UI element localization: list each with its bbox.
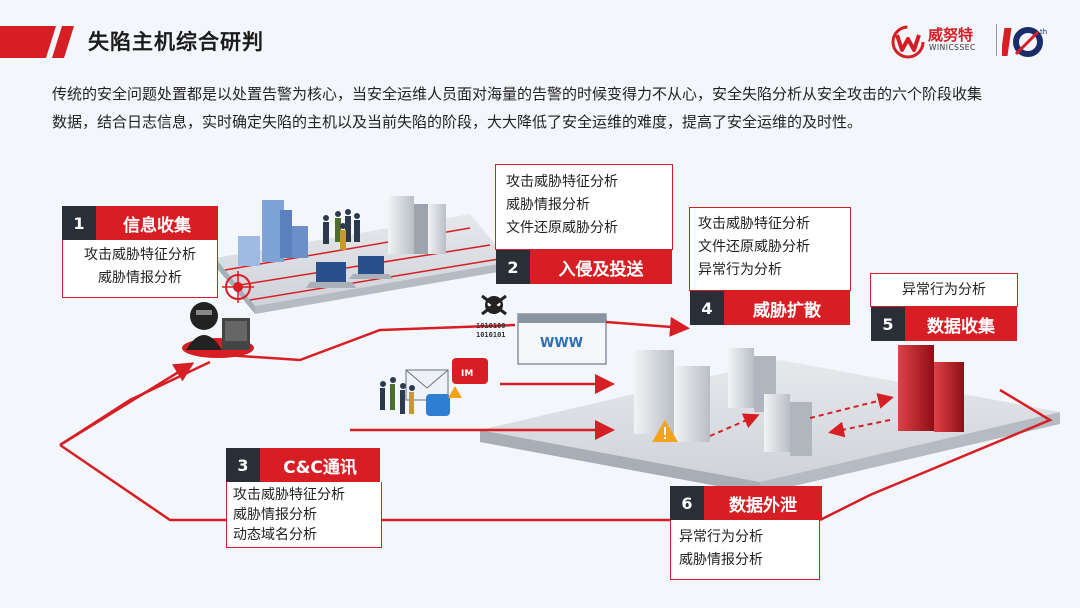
www-label: WWW: [540, 336, 584, 351]
analysis-item: 威胁情报分析: [506, 197, 590, 213]
analysis-item: 文件还原威胁分析: [698, 239, 810, 255]
logo-cn-text: 威努特: [928, 26, 974, 44]
hacker-icon: [182, 302, 254, 358]
stage-5-analysis-box: 异常行为分析: [870, 273, 1018, 307]
people-group-icon: [323, 209, 360, 250]
stage-name: 信息收集: [96, 206, 218, 240]
stage-4-badge: 4 威胁扩散: [690, 291, 850, 325]
stage-5-badge: 5 数据收集: [871, 307, 1017, 341]
stage-3-analysis-box: 攻击威胁特征分析 威胁情报分析 动态域名分析: [226, 482, 382, 548]
tenth-anniversary-icon: th: [1002, 27, 1047, 57]
lateral-movement-arrows: [709, 393, 894, 438]
analysis-item: 文件还原威胁分析: [506, 220, 618, 236]
page-title: 失陷主机综合研判: [88, 30, 264, 54]
stage-name: 数据外泄: [704, 486, 822, 520]
stage-name: 威胁扩散: [724, 291, 850, 325]
stage-name: 数据收集: [905, 307, 1017, 341]
warning-triangle-icon: [652, 420, 678, 442]
analysis-item: 异常行为分析: [902, 282, 986, 298]
skull-icon: [481, 294, 507, 316]
stage-number: 1: [62, 206, 96, 240]
anniv-suffix: th: [1040, 28, 1047, 36]
attack-flow-paths: [59, 316, 1053, 522]
stage-2-badge: 2 入侵及投送: [496, 250, 672, 284]
intro-line-2: 数据，结合日志信息，实时确定失陷的主机以及当前失陷的阶段，大大降低了安全运维的难…: [52, 113, 863, 131]
stage-1-badge: 1 信息收集: [62, 206, 218, 240]
stage-number: 3: [226, 448, 260, 482]
stage-number: 4: [690, 291, 724, 325]
binary-line-2: 1010101: [476, 331, 506, 339]
title-bar: 失陷主机综合研判 威努特 WINICSSEC th: [0, 22, 1080, 60]
binary-line-1: 1010100: [476, 322, 506, 330]
stage-2-analysis-box: 攻击威胁特征分析 威胁情报分析 文件还原威胁分析: [495, 164, 673, 250]
logo-divider: [996, 24, 997, 56]
binary-text: 1010100 1010101: [476, 322, 506, 340]
analysis-item: 动态域名分析: [233, 527, 317, 543]
server-rack-icon: [388, 196, 446, 254]
buildings-icon: [238, 200, 308, 266]
stage-3-badge: 3 C&C通讯: [226, 448, 380, 482]
analysis-item: 攻击威胁特征分析: [506, 174, 618, 190]
analysis-item: 异常行为分析: [698, 262, 782, 278]
stage-6-badge: 6 数据外泄: [670, 486, 822, 520]
logo-en-text: WINICSSEC: [929, 43, 976, 52]
stage-name: 入侵及投送: [530, 250, 672, 284]
im-label: IM: [461, 369, 474, 379]
phishing-cluster-icon: [380, 358, 488, 416]
intro-paragraph: 传统的安全问题处置都是以处置告警为核心，当安全运维人员面对海量的告警的时候变得力…: [52, 80, 1042, 136]
stage-6-analysis-box: 异常行为分析 威胁情报分析: [670, 520, 820, 580]
browser-window-icon: [517, 313, 607, 365]
data-collection-servers-icon: [898, 345, 964, 432]
analysis-item: 威胁情报分析: [679, 552, 763, 568]
company-logo: 威努特 WINICSSEC th: [890, 22, 1070, 62]
logo-w-icon: [891, 25, 925, 59]
analysis-item: 威胁情报分析: [98, 270, 182, 286]
compromised-servers-icon: [634, 348, 812, 456]
crosshair-icon: [222, 271, 254, 303]
analysis-item: 攻击威胁特征分析: [233, 487, 345, 503]
stage-name: C&C通讯: [260, 448, 380, 482]
stage-number: 5: [871, 307, 905, 341]
intro-line-1: 传统的安全问题处置都是以处置告警为核心，当安全运维人员面对海量的告警的时候变得力…: [52, 85, 983, 103]
analysis-item: 攻击威胁特征分析: [698, 216, 810, 232]
laptops-icon: [306, 256, 393, 288]
stage-1-analysis-box: 攻击威胁特征分析 威胁情报分析: [62, 240, 218, 298]
title-accent-shape: [0, 26, 74, 58]
stage-number: 6: [670, 486, 704, 520]
stage-4-analysis-box: 攻击威胁特征分析 文件还原威胁分析 异常行为分析: [689, 207, 851, 291]
analysis-item: 攻击威胁特征分析: [84, 247, 196, 263]
stage-number: 2: [496, 250, 530, 284]
analysis-item: 威胁情报分析: [233, 507, 317, 523]
analysis-item: 异常行为分析: [679, 529, 763, 545]
